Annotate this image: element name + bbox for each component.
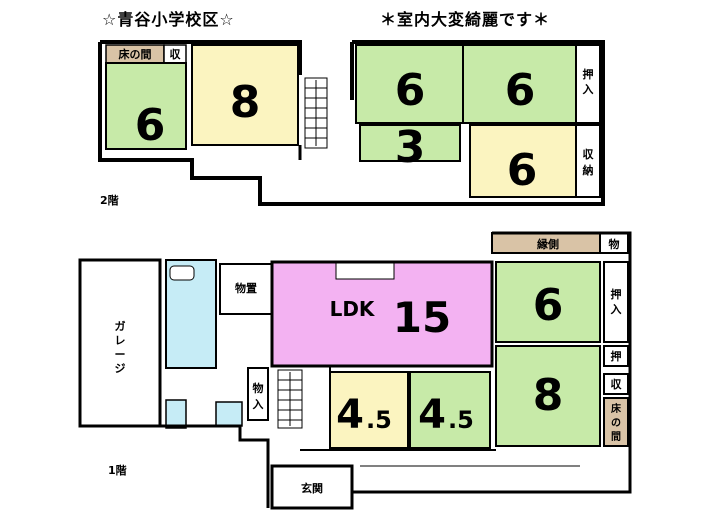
closet-2f-label-2: 納: [583, 163, 594, 177]
garage-label-1: ガ: [115, 319, 126, 333]
floor-1-label: 1階: [108, 463, 127, 477]
stairs-2f: [304, 77, 328, 149]
room-4-5-b-int: 4: [418, 392, 446, 438]
western-room-4-5-a-int: 4: [336, 392, 364, 438]
oshiire-2f-label-2: 入: [583, 83, 594, 96]
toilet-2: [215, 401, 243, 427]
western-room-6-size: 6: [507, 145, 538, 196]
tokonoma-2f-label: 床の間: [119, 47, 152, 61]
western-room-4-5-a-dec: .5: [366, 406, 392, 434]
engawa-label: 縁側: [537, 237, 559, 251]
western-room-4-5-a: [329, 371, 409, 449]
closet-2f-label-1: 収: [583, 148, 595, 161]
japanese-room-6-a: [355, 44, 464, 124]
japanese-room-8-1f-size: 8: [533, 370, 564, 421]
entrance: [270, 464, 354, 510]
garage: [78, 258, 162, 428]
japanese-room-4-5-b: [409, 371, 491, 449]
school-district-title: ☆青谷小学校区☆: [102, 10, 235, 29]
western-room-6: [469, 124, 577, 198]
tokonoma-1f: [603, 397, 629, 447]
closet-1f-label-2: 入: [253, 398, 264, 411]
oshiire-2f: [575, 44, 601, 124]
storage-top-label: 物: [609, 237, 620, 251]
tokonoma-1f-label-2: の: [611, 418, 621, 429]
garage-label-2: レ: [115, 334, 126, 347]
japanese-room-6-1f: [495, 261, 601, 343]
storage-2f-small-label: 収: [170, 48, 182, 61]
oshi-small-label: 押: [611, 349, 622, 363]
ldk-size: 15: [393, 293, 451, 342]
closet-1f-label-1: 物: [253, 381, 264, 395]
first-floor: ガ レ ー ジ 物置 LDK 15 縁側 物 6 押 入 押 収 8: [78, 231, 632, 510]
tokonoma-1f-label-1: 床: [611, 402, 622, 415]
japanese-room-3-size: 3: [395, 122, 426, 173]
shu-small-label: 収: [611, 378, 623, 391]
kitchen-counter-icon: [335, 262, 395, 280]
japanese-room-6-a-size: 6: [395, 65, 426, 116]
japanese-room-3: [359, 124, 461, 162]
entrance-label: 玄関: [301, 481, 323, 495]
japanese-room-6-left-size: 6: [135, 100, 166, 151]
oshiire-2f-label-1: 押: [583, 67, 594, 81]
closet-2f: [575, 124, 601, 198]
second-floor: 床の間 収 6 8 6 6 押 入 3 6: [98, 40, 605, 206]
floor-2-label: 2階: [100, 193, 119, 207]
storage-room: [219, 263, 273, 315]
oshiire-1f-label-2: 入: [611, 303, 622, 316]
japanese-room-6-left: [105, 62, 187, 150]
garage-label-4: ジ: [115, 362, 126, 375]
ldk-name: LDK: [330, 297, 376, 321]
tokonoma-1f-label-3: 間: [611, 431, 621, 443]
room-4-5-b-dec: .5: [448, 406, 474, 434]
japanese-room-8-1f: [495, 345, 601, 447]
bathtub-icon: [169, 265, 195, 281]
oshi-small: [603, 345, 629, 367]
oshiire-1f: [603, 261, 629, 343]
interior-note-title: ＊室内大変綺麗です＊: [380, 10, 551, 29]
toilet-1: [165, 399, 187, 429]
japanese-room-6-b-size: 6: [505, 65, 536, 116]
stairs-1f: [277, 369, 303, 429]
japanese-room-6-1f-size: 6: [533, 280, 564, 331]
western-room-8-size: 8: [230, 77, 261, 128]
garage-label-3: ー: [115, 348, 126, 361]
storage-room-label: 物置: [235, 281, 257, 295]
shu-small: [603, 373, 629, 395]
oshiire-1f-label-1: 押: [611, 287, 622, 301]
western-room-8: [191, 44, 299, 146]
closet-1f: [247, 367, 269, 421]
